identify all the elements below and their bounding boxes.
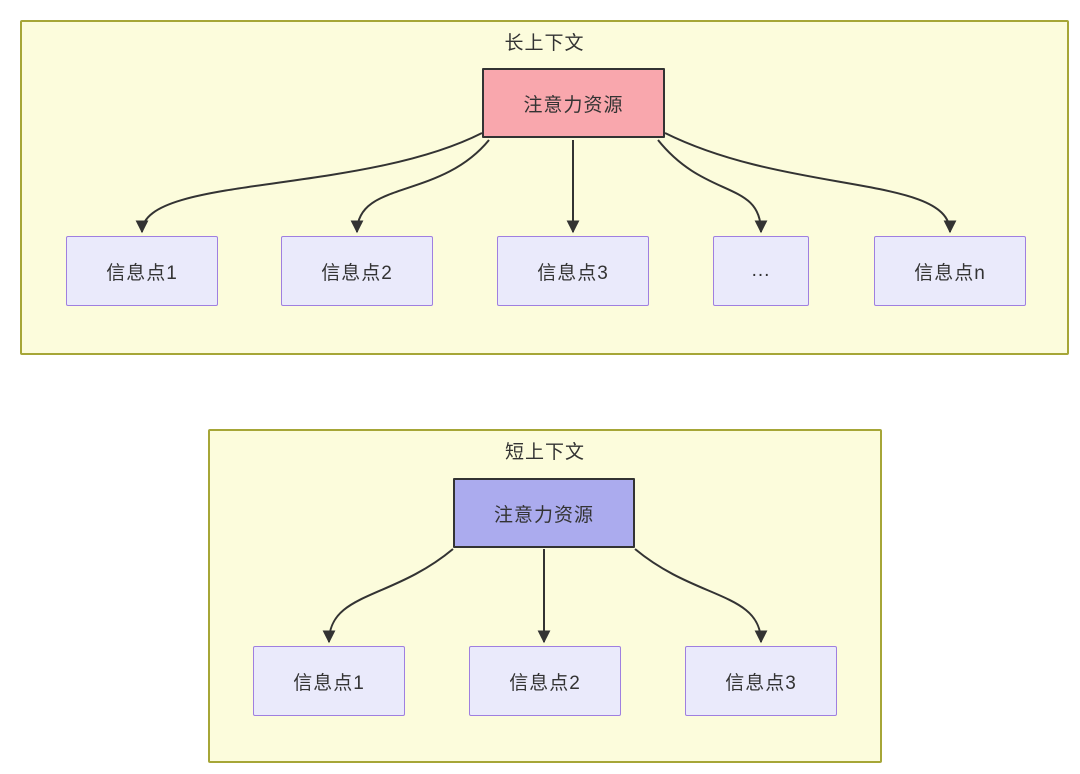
- long-info-node-ellipsis: ...: [713, 236, 809, 306]
- long-info-node-3: 信息点3: [497, 236, 649, 306]
- long-attention-source-node: 注意力资源: [482, 68, 665, 138]
- short-attention-source-node: 注意力资源: [453, 478, 635, 548]
- short-context-title: 短上下文: [504, 442, 585, 463]
- long-info-node-1: 信息点1: [66, 236, 218, 306]
- long-context-title: 长上下文: [504, 33, 585, 54]
- short-info-node-1: 信息点1: [253, 646, 405, 716]
- long-info-node-2: 信息点2: [281, 236, 433, 306]
- long-info-node-n: 信息点n: [874, 236, 1026, 306]
- short-info-node-3: 信息点3: [685, 646, 837, 716]
- short-info-node-2: 信息点2: [469, 646, 621, 716]
